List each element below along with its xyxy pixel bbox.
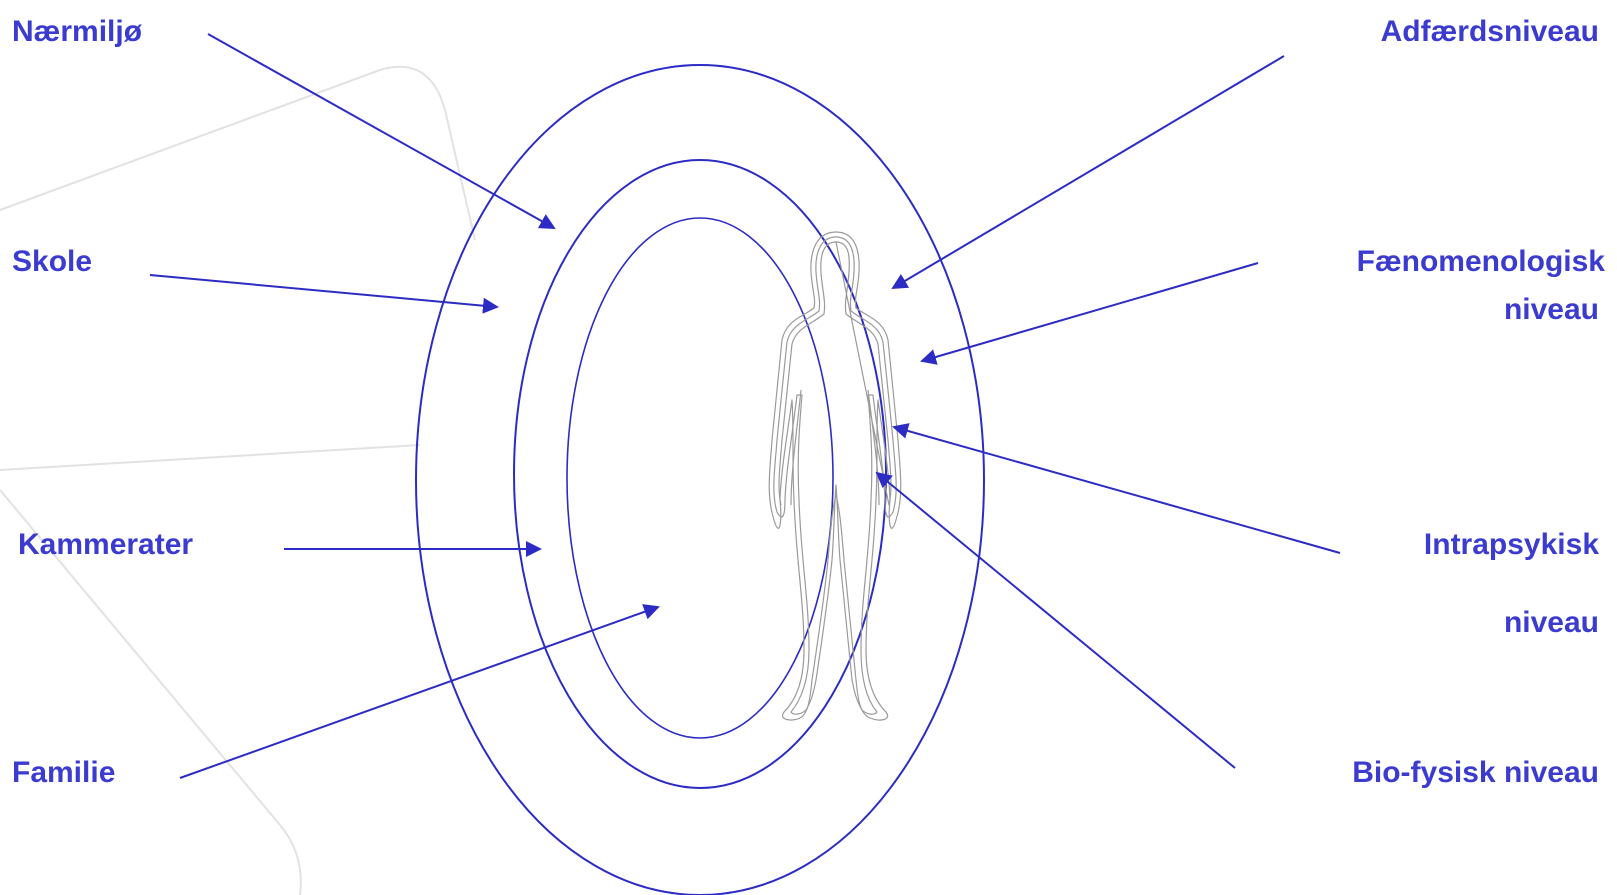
middle-circle-skole [514,160,886,788]
arrow-naermiljo [208,34,554,228]
label-naermiljo: Nærmiljø [12,14,142,50]
arrow-familie [180,607,658,778]
label-intrapsykisk-line1: Intrapsykisk [1424,527,1599,563]
label-familie: Familie [12,755,115,791]
label-faenomenologisk-line2: niveau [1504,292,1599,328]
arrow-adfaerdsniveau [893,56,1284,288]
outer-circle-naermiljo [416,65,984,895]
label-intrapsykisk-line2: niveau [1504,605,1599,641]
label-skole: Skole [12,244,92,280]
label-adfaerdsniveau: Adfærdsniveau [1381,14,1599,50]
label-faenomenologisk-line1: Fænomenologisk [1357,244,1605,280]
background-line-middle [0,445,420,470]
label-kammerater: Kammerater [18,527,193,563]
arrow-intrapsykisk [894,427,1340,553]
arrow-skole [150,275,497,307]
background-curve-top [0,67,475,240]
label-biofysisk: Bio-fysisk niveau [1352,755,1599,791]
arrow-faenomenologisk [922,263,1258,361]
